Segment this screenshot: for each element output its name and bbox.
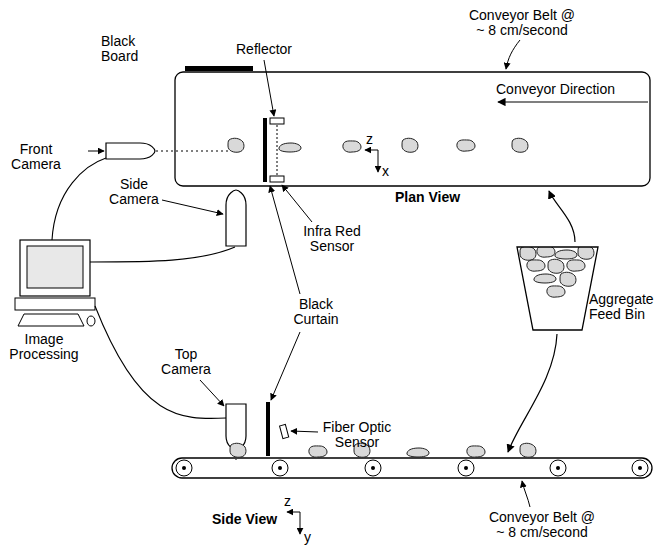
feed-bin (517, 247, 598, 330)
camera-label: Top Camera (158, 347, 214, 377)
board-label: Black Board (101, 34, 145, 64)
infrared-sensor (270, 176, 284, 182)
sensor-label: Fiber Optic Sensor (320, 420, 394, 450)
plan-belt (175, 72, 650, 186)
direction-arrow (498, 101, 648, 102)
side-rocks (230, 443, 536, 457)
side-belt (172, 458, 652, 478)
camera-cables (52, 158, 235, 418)
fiber-optic-sensor (280, 424, 289, 438)
bin-label: Aggregate Feed Bin (589, 292, 659, 322)
sensor-label: Infra Red Sensor (300, 224, 364, 254)
view-title: Plan View (395, 190, 460, 205)
computer (15, 240, 95, 326)
plan-axes (365, 150, 378, 172)
reflector-label: Reflector (236, 42, 292, 57)
axis-label: x (382, 164, 389, 179)
camera-label: Side Camera (106, 177, 162, 207)
front-view-line (156, 151, 228, 152)
computer-label: Image Processing (6, 332, 82, 362)
black-board (185, 66, 253, 71)
sensor-beam (277, 125, 278, 175)
side-axes (287, 512, 300, 534)
bin-rocks (520, 245, 594, 297)
front-camera (106, 143, 155, 159)
axis-label: z (366, 132, 373, 147)
curtain-label: Black Curtain (290, 297, 342, 327)
side-camera (226, 190, 246, 246)
direction-label: Conveyor Direction (496, 82, 615, 97)
feed-arrows (508, 191, 575, 452)
reflector (270, 118, 284, 124)
axis-label: y (304, 530, 311, 545)
black-curtain-side (266, 402, 270, 456)
belt-label: Conveyor Belt @ ~ 8 cm/second (466, 8, 578, 38)
camera-label: Front Camera (8, 142, 64, 172)
leader-lines (88, 40, 530, 507)
belt-label: Conveyor Belt @ ~ 8 cm/second (486, 510, 598, 540)
black-curtain-plan (263, 118, 267, 182)
view-title: Side View (212, 512, 277, 527)
axis-label: z (284, 494, 291, 509)
belt-rollers (176, 460, 648, 476)
